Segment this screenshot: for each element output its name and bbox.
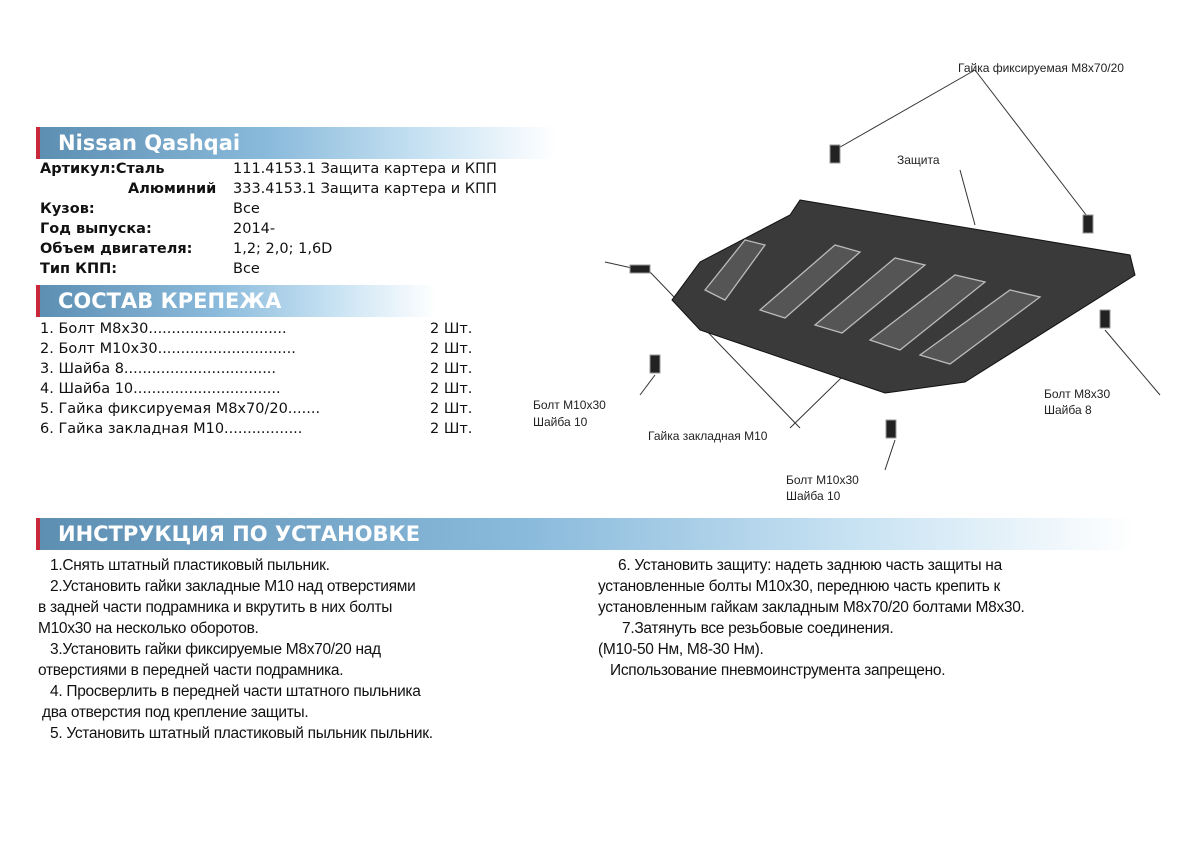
instruction-line: М10х30 на несколько оборотов. xyxy=(38,620,259,637)
label-washer-10-bottom: Шайба 10 xyxy=(786,489,841,503)
fastener-name: 6. Гайка закладная М10................. xyxy=(40,421,303,437)
label-bolt-m10-bottom: Болт М10х30 xyxy=(786,473,859,487)
model-header: Nissan Qashqai xyxy=(36,127,556,159)
instruction-line: 1.Снять штатный пластиковый пыльник. xyxy=(38,557,330,574)
label-bolt-m8: Болт М8х30 xyxy=(1044,387,1111,401)
fastener-name: 5. Гайка фиксируемая М8х70/20....... xyxy=(40,401,321,417)
fastener-qty: 2 Шт. xyxy=(430,321,473,337)
instruction-line: (М10-50 Нм, М8-30 Нм). xyxy=(598,641,764,658)
label-bolt-m10-left: Болт М10х30 xyxy=(533,398,606,412)
year-value: 2014- xyxy=(233,221,276,237)
gearbox-label: Тип КПП: xyxy=(40,261,118,277)
fastener-name: 2. Болт М10х30..........................… xyxy=(40,341,296,357)
fastener-qty: 2 Шт. xyxy=(430,381,473,397)
instruction-line: 7.Затянуть все резьбовые соединения. xyxy=(598,620,894,637)
article-label: Артикул:Сталь xyxy=(40,161,165,177)
fasteners-header: СОСТАВ КРЕПЕЖА xyxy=(36,285,436,317)
instruction-line: два отверстия под крепление защиты. xyxy=(38,704,309,721)
guard-plate xyxy=(671,199,1136,394)
aluminium-label: Алюминий xyxy=(128,181,217,197)
engine-label: Объем двигателя: xyxy=(40,241,193,257)
instruction-line: отверстиями в передней части подрамника. xyxy=(38,662,344,679)
label-nut-fixed: Гайка фиксируемая М8х70/20 xyxy=(958,61,1124,75)
engine-value: 1,2; 2,0; 1,6D xyxy=(233,241,333,257)
article-aluminium: 333.4153.1 Защита картера и КПП xyxy=(233,181,497,197)
label-washer-8: Шайба 8 xyxy=(1044,403,1092,417)
instruction-line: 5. Установить штатный пластиковый пыльни… xyxy=(38,725,433,742)
plate-ribs xyxy=(703,239,1042,365)
article-steel: 111.4153.1 Защита картера и КПП xyxy=(233,161,497,177)
fastener-name: 1. Болт М8х30...........................… xyxy=(40,321,287,337)
instruction-line: в задней части подрамника и вкрутить в н… xyxy=(38,599,393,616)
instruction-line: 2.Установить гайки закладные М10 над отв… xyxy=(38,578,416,595)
label-guard: Защита xyxy=(897,153,940,167)
label-nut-embedded: Гайка закладная М10 xyxy=(648,429,768,443)
instruction-line: 4. Просверлить в передней части штатного… xyxy=(38,683,421,700)
fastener-name: 4. Шайба 10.............................… xyxy=(40,381,281,397)
instructions-left: 1.Снять штатный пластиковый пыльник. 2.У… xyxy=(38,555,433,744)
instructions-right: 6. Установить защиту: надеть заднюю част… xyxy=(598,555,1025,681)
instruction-line: установленным гайкам закладным М8х70/20 … xyxy=(598,599,1025,616)
year-label: Год выпуска: xyxy=(40,221,152,237)
instructions-header: ИНСТРУКЦИЯ ПО УСТАНОВКЕ xyxy=(36,518,1136,550)
label-washer-10-left: Шайба 10 xyxy=(533,415,588,429)
instruction-line: Использование пневмоинструмента запрещен… xyxy=(598,662,946,679)
fastener-icons xyxy=(629,144,1111,439)
fastener-qty: 2 Шт. xyxy=(430,341,473,357)
body-value: Все xyxy=(233,201,260,217)
fastener-qty: 2 Шт. xyxy=(430,361,473,377)
instruction-line: установленные болты М10х30, переднюю час… xyxy=(598,578,1001,595)
instruction-line: 3.Установить гайки фиксируемые М8х70/20 … xyxy=(38,641,381,658)
gearbox-value: Все xyxy=(233,261,260,277)
body-label: Кузов: xyxy=(40,201,95,217)
instruction-line: 6. Установить защиту: надеть заднюю част… xyxy=(598,557,1002,574)
fastener-name: 3. Шайба 8..............................… xyxy=(40,361,277,377)
fastener-qty: 2 Шт. xyxy=(430,401,473,417)
fastener-qty: 2 Шт. xyxy=(430,421,473,437)
